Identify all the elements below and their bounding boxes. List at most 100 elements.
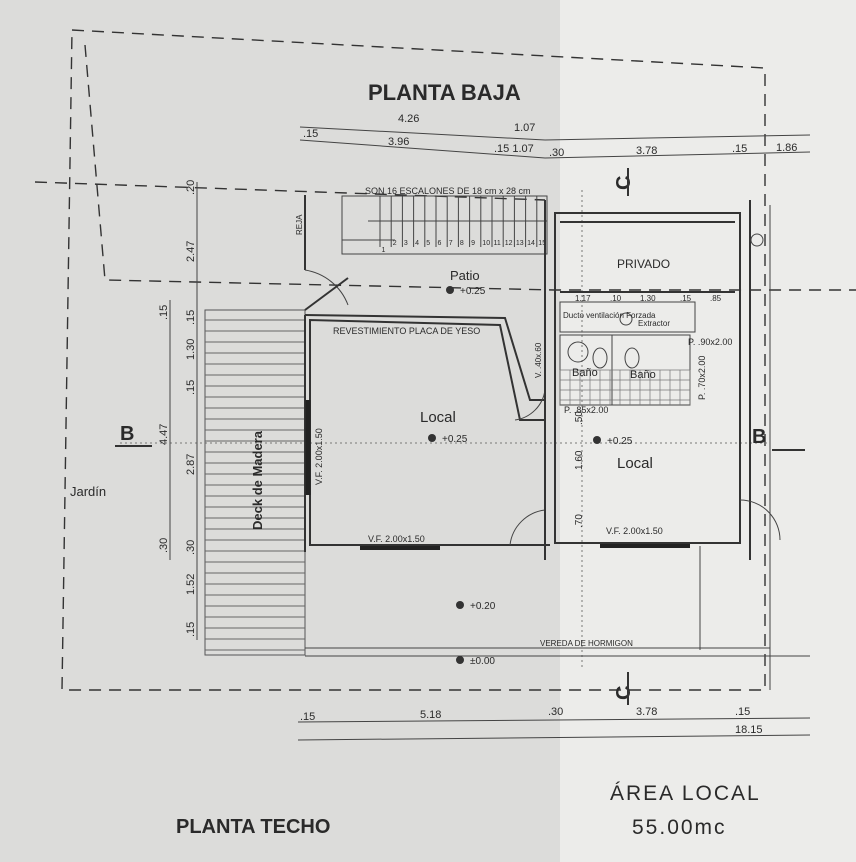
svg-text:1.30: 1.30 xyxy=(185,339,197,360)
local-right-level: +0.25 xyxy=(607,436,633,447)
stair-step-number: 7 xyxy=(449,240,453,247)
label-jardin: Jardín xyxy=(70,484,106,499)
label-sidewalk: VEREDA DE HORMIGON xyxy=(540,639,633,648)
window-right-bottom: V.F. 2.00x1.50 xyxy=(606,526,663,536)
bath-tiles xyxy=(559,369,691,405)
svg-text:.15: .15 xyxy=(185,380,197,395)
stair-step-number: 11 xyxy=(494,240,501,247)
dim-50: .50 xyxy=(574,411,585,425)
paper-right xyxy=(560,0,856,862)
toilet-icon xyxy=(592,347,608,369)
svg-text:1.30: 1.30 xyxy=(640,294,656,303)
svg-text:.30: .30 xyxy=(549,147,564,159)
svg-text:1.07: 1.07 xyxy=(514,122,535,134)
stair-step-number: 9 xyxy=(471,240,475,247)
svg-text:3.78: 3.78 xyxy=(636,706,657,718)
svg-text:1.17: 1.17 xyxy=(575,294,591,303)
svg-text:1.52: 1.52 xyxy=(185,574,197,595)
setback-line xyxy=(84,44,856,291)
section-c-bottom: C xyxy=(613,686,635,700)
label-bath-1: Baño xyxy=(572,367,598,379)
window-v40: V. .40x.60 xyxy=(534,342,543,378)
lot-boundary xyxy=(61,29,766,691)
title-planta-baja: PLANTA BAJA xyxy=(368,80,521,105)
title-planta-techo: PLANTA TECHO xyxy=(176,816,330,838)
stair-step-number: 1 xyxy=(382,247,386,254)
label-reja: REJA xyxy=(295,214,304,235)
label-ducto: Ducto ventilación Forzada xyxy=(563,311,656,320)
stairs-note: SON 16 ESCALONES DE 18 cm x 28 cm xyxy=(365,186,531,196)
svg-text:.85: .85 xyxy=(710,294,722,303)
window-left-bottom: V.F. 2.00x1.50 xyxy=(368,534,425,544)
gate-swing xyxy=(304,269,349,306)
level-marker-icon xyxy=(446,286,454,294)
stair-step-number: 5 xyxy=(426,240,430,247)
svg-text:2.87: 2.87 xyxy=(185,454,197,475)
svg-text:3.96: 3.96 xyxy=(388,136,409,148)
extractor-icon xyxy=(619,312,633,326)
svg-text:.10: .10 xyxy=(610,294,622,303)
svg-text:.15: .15 xyxy=(735,706,750,718)
area-label: ÁREA LOCAL xyxy=(610,782,761,805)
door-p70: P. .70x2.00 xyxy=(697,356,707,400)
svg-text:1.86: 1.86 xyxy=(776,142,797,154)
local-left-walls xyxy=(304,314,550,552)
stair-step-number: 12 xyxy=(505,240,513,247)
svg-text:.30: .30 xyxy=(158,538,170,553)
svg-text:.30: .30 xyxy=(185,540,197,555)
stair-step-number: 4 xyxy=(415,240,419,247)
svg-text:18.15: 18.15 xyxy=(735,724,763,736)
dim-160: 1.60 xyxy=(574,450,585,470)
left-dimensions: .20 2.47 .15 1.30 .15 2.87 .30 1.52 .15 … xyxy=(158,180,198,640)
door-p85: P. .85x2.00 xyxy=(564,405,608,415)
svg-text:.15: .15 xyxy=(185,310,197,325)
toilet-icon-2 xyxy=(624,347,640,369)
section-b-left: B xyxy=(120,423,134,445)
svg-text:.15: .15 xyxy=(732,143,747,155)
stair-step-number: 10 xyxy=(482,240,490,247)
label-deck: Deck de Madera xyxy=(250,430,265,530)
street-level: ±0.00 xyxy=(470,656,495,667)
svg-text:.20: .20 xyxy=(185,180,197,195)
bottom-dimensions: .15 5.18 .30 3.78 .15 18.15 xyxy=(297,706,811,741)
svg-text:.15: .15 xyxy=(680,294,692,303)
svg-text:.15 1.07: .15 1.07 xyxy=(494,143,534,155)
label-bath-2: Baño xyxy=(630,369,656,381)
svg-text:3.78: 3.78 xyxy=(636,145,657,157)
svg-text:2.47: 2.47 xyxy=(185,241,197,262)
svg-text:.15: .15 xyxy=(158,305,170,320)
local-left-level: +0.25 xyxy=(442,434,468,445)
stair-step-number: 6 xyxy=(438,240,442,247)
paper-left xyxy=(0,0,560,862)
stair-step-number: 3 xyxy=(404,240,408,247)
patio-level: +0.25 xyxy=(460,286,486,297)
stair-step-number: 15 xyxy=(538,240,546,247)
dim-70: .70 xyxy=(574,514,585,528)
window-left-vertical: V.F. 2.00x1.50 xyxy=(314,428,324,485)
stair-step-number: 13 xyxy=(516,240,524,247)
svg-text:4.26: 4.26 xyxy=(398,113,419,125)
svg-text:.30: .30 xyxy=(548,706,563,718)
stair-step-number: 14 xyxy=(527,240,535,247)
svg-text:5.18: 5.18 xyxy=(420,709,441,721)
exterior-level: +0.20 xyxy=(470,601,496,612)
svg-text:.15: .15 xyxy=(185,622,197,637)
label-patio: Patio xyxy=(450,268,480,283)
section-b-right: B xyxy=(752,426,766,448)
svg-text:.15: .15 xyxy=(300,711,315,723)
label-extractor: Extractor xyxy=(638,319,670,328)
top-dimensions: 4.26 1.07 .15 3.96 .15 1.07 .30 3.78 .15… xyxy=(299,113,811,159)
sink-icon xyxy=(567,341,589,363)
door-p90: P. .90x2.00 xyxy=(688,337,732,347)
section-c-top: C xyxy=(613,176,635,190)
label-local-left: Local xyxy=(420,409,456,426)
label-privado: PRIVADO xyxy=(617,257,670,271)
label-cladding: REVESTIMIENTO PLACA DE YESO xyxy=(333,326,480,336)
area-value: 55.00mc xyxy=(632,816,727,839)
setback-line-2 xyxy=(34,181,546,201)
svg-text:4.47: 4.47 xyxy=(158,424,170,445)
bath-dimensions: 1.17 .10 1.30 .15 .85 xyxy=(575,294,722,303)
stair-step-number: 8 xyxy=(460,240,464,247)
